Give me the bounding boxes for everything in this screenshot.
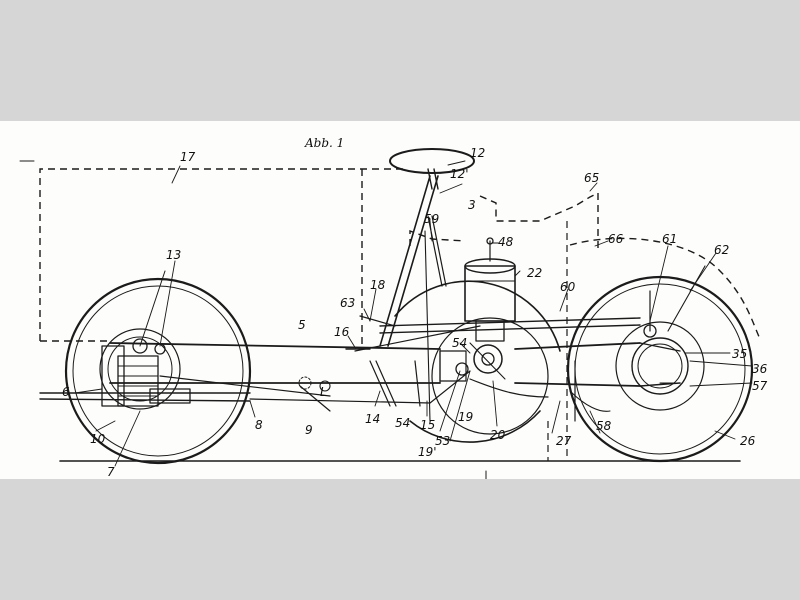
callout-66: 66	[608, 232, 624, 246]
callout-35: 35	[732, 347, 748, 361]
callout-L: L	[320, 385, 327, 399]
callout-20: 20	[490, 428, 506, 442]
motor-block	[464, 237, 516, 342]
leader-lines	[74, 160, 753, 467]
callout-9: 9	[305, 423, 313, 437]
callout-62: 62	[714, 243, 730, 257]
callout-19: 19	[458, 410, 474, 424]
callout-65: 65	[584, 171, 600, 185]
callout-14: 14	[365, 412, 381, 426]
callout-57: 57	[752, 379, 768, 393]
front-wheel	[64, 277, 252, 465]
main-frame	[109, 342, 681, 387]
callout-17: 17	[180, 150, 196, 164]
callout-15: 15	[420, 418, 436, 432]
callout-6: 6	[62, 385, 70, 399]
callout-60: 60	[560, 280, 576, 294]
callout-36: 36	[752, 362, 768, 376]
callout-7: 7	[107, 465, 115, 479]
callout-13: 13	[166, 248, 182, 262]
callout-18: 18	[370, 278, 386, 292]
callout-54-bottom: 54	[395, 416, 411, 430]
callout-19-prime: 19'	[418, 445, 437, 459]
callout-61: 61	[662, 232, 678, 246]
middle-wheel	[394, 280, 561, 443]
rear-suspension	[569, 265, 706, 422]
callout-22: 22	[527, 266, 543, 280]
steering-assembly	[345, 148, 475, 422]
figure-caption: Abb. 1	[305, 136, 345, 150]
callout-8: 8	[255, 418, 263, 432]
ground-line	[19, 160, 741, 479]
callout-12-prime: 12'	[450, 167, 469, 181]
callout-12: 12	[470, 146, 486, 160]
callout-27: 27	[556, 434, 572, 448]
callout-3: 3	[468, 198, 476, 212]
callout-10: 10	[90, 432, 106, 446]
callout-58: 58	[596, 419, 612, 433]
callout-16: 16	[334, 325, 350, 339]
callout-5: 5	[298, 318, 306, 332]
rear-wheel	[566, 275, 754, 463]
callout-26: 26	[740, 434, 756, 448]
upper-linkage	[354, 317, 641, 352]
callout-59: 59	[424, 212, 440, 226]
callout-53: 53	[435, 434, 451, 448]
callout-48: 48	[498, 235, 514, 249]
callout-63: 63	[340, 296, 356, 310]
patent-drawing: Abb. 1 17 12 12' 3 65 59 48 66 61 62 13 …	[0, 121, 800, 479]
front-axle-assembly	[101, 270, 191, 407]
gearbox	[439, 342, 506, 382]
callout-54-top: 54	[452, 336, 468, 350]
vehicle-chassis-drawing	[19, 148, 761, 479]
